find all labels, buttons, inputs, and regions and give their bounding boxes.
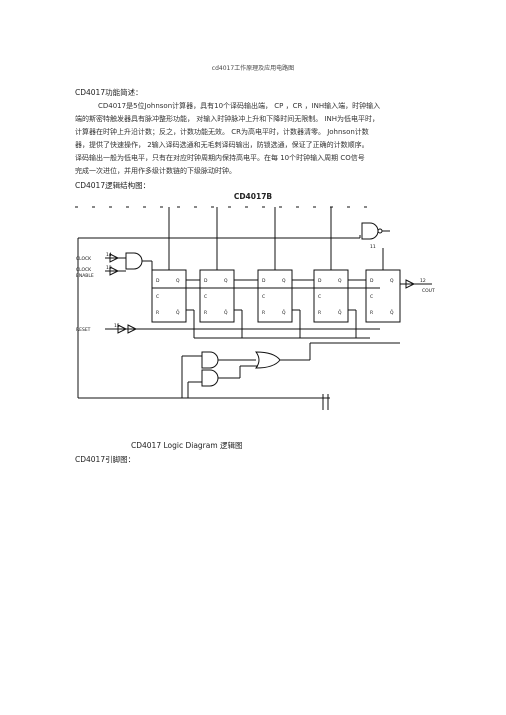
ff-q-label: Q (338, 278, 342, 284)
ff-d-label: D (262, 278, 266, 284)
section-heading-function: CD4017功能简述： (75, 88, 143, 97)
section-heading-logic: CD4017逻辑结构图： (75, 181, 151, 190)
ff-q-label: Q (390, 278, 394, 284)
ff-q-label: Q (282, 278, 286, 284)
paragraph-line: 完成一次进位，并用作多级计数链的下级脉动时钟。 (75, 167, 236, 175)
logic-diagram: CLOCK CLOCK ENABLE RESET COUT 14 13 15 1… (75, 206, 435, 410)
paragraph-line: 计算器在时钟上升沿计数；反之，计数功能无效。 CR为高电平时，计数器清零。 Jo… (75, 128, 369, 136)
paragraph-line: 器，提供了快速操作， 2输入译码选通和无毛刺译码输出，防锁选通，保证了正确的计数… (75, 141, 369, 149)
paragraph-line: 译码输出一般为低电平，只有在对应时钟周期内保持高电平。在每 10个时钟输入周期 … (75, 154, 365, 162)
reset-label: RESET (76, 327, 91, 333)
pin-enable: 13 (106, 265, 112, 271)
diagram-caption: CD4017 Logic Diagram 逻辑图 (131, 441, 243, 450)
carry-out-buffer (405, 279, 416, 289)
pin-clock: 14 (106, 252, 112, 258)
ff-c-label: C (370, 294, 373, 300)
clock-enable-buffer (109, 266, 120, 276)
clock-input-buffer (109, 253, 120, 263)
ff-r-label: R (156, 310, 159, 316)
ff-d-label: D (370, 278, 374, 284)
ff-c-label: C (204, 294, 207, 300)
ff-d-label: D (156, 278, 160, 284)
diagram-title: CD4017B (233, 192, 273, 201)
document-title: cd4017工作原理及应用电路图 (211, 65, 295, 72)
clock-label: CLOCK (76, 256, 92, 262)
pin-11: 11 (370, 244, 376, 250)
clock-enable-label: ENABLE (76, 273, 94, 279)
carry-out-label: COUT (422, 288, 435, 294)
ff-c-label: C (318, 294, 321, 300)
paragraph-line: 端的斯密特触发器具有脉冲整形功能， 对输入时钟脉冲上升和下降时间无限制。 INH… (75, 115, 380, 123)
nand-output-bubble (377, 228, 383, 234)
reset-buffer-2 (127, 324, 138, 334)
ff-c-label: C (156, 294, 159, 300)
section-heading-pins: CD4017引脚图： (75, 455, 136, 464)
feedback-or-gate (255, 351, 281, 369)
decode-nand-gate (361, 222, 379, 240)
ff-qbar-label: Q̄ (176, 309, 180, 316)
ff-qbar-label: Q̄ (338, 309, 342, 316)
ff-r-label: R (262, 310, 265, 316)
ff-qbar-label: Q̄ (390, 309, 394, 316)
ff-q-label: Q (176, 278, 180, 284)
ff-q-label: Q (224, 278, 228, 284)
ff-c-label: C (262, 294, 265, 300)
ff-qbar-label: Q̄ (282, 309, 286, 316)
pin-reset: 15 (114, 323, 120, 329)
ff-d-label: D (318, 278, 322, 284)
ff-qbar-label: Q̄ (224, 309, 228, 316)
feedback-nand-gate-1 (201, 351, 219, 369)
reset-buffer-1 (117, 324, 128, 334)
feedback-nand-gate-2 (201, 369, 219, 387)
ff-r-label: R (370, 310, 373, 316)
paragraph-line: CD4017是5位Johnson计算器，具有10个译码输出端， CP ，CR ，… (98, 102, 381, 110)
pin-cout: 12 (420, 278, 426, 284)
ff-r-label: R (318, 310, 321, 316)
clock-and-gate (125, 252, 143, 270)
ff-d-label: D (204, 278, 208, 284)
ff-r-label: R (204, 310, 207, 316)
clock-enable-label: CLOCK (76, 267, 92, 273)
